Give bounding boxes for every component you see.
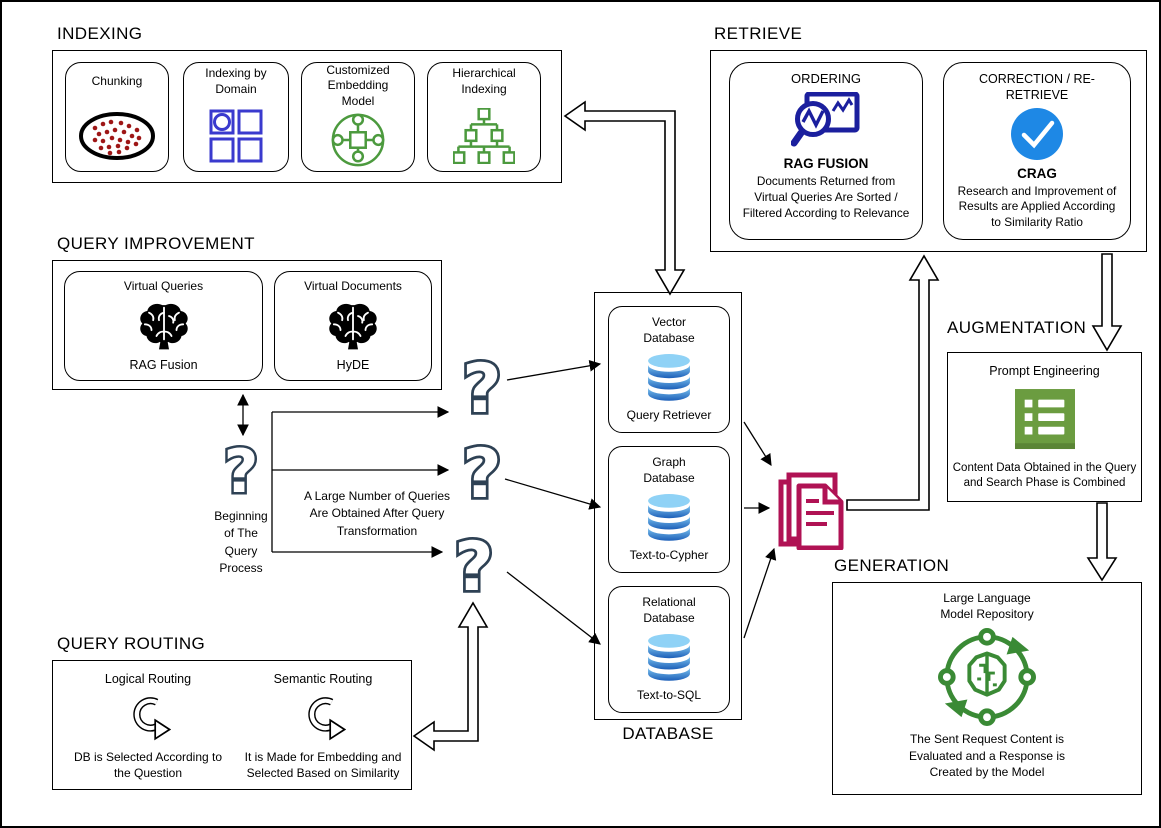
- retrieve-card-ordering: ORDERING RAG FUSION Documents Returned f…: [729, 62, 923, 240]
- generation-section-label: GENERATION: [834, 556, 950, 575]
- method-name: CRAG: [1017, 165, 1057, 181]
- db-card-graph: Graph Database Text-to-Cypher: [608, 446, 730, 573]
- brain-icon: [325, 295, 381, 358]
- prompt-engineering-icon: [1014, 379, 1075, 461]
- query-start-node: ?: [216, 434, 266, 507]
- augmentation-description: Content Data Obtained in the Query and S…: [952, 461, 1137, 490]
- block-arrow-augmentation-generation: [1086, 502, 1118, 582]
- query-improvement-section-label: QUERY IMPROVEMENT: [57, 234, 255, 253]
- hierarchical-indexing-icon: [453, 101, 515, 171]
- query-improvement-box: Virtual Queries: [52, 260, 442, 390]
- chunking-icon: [77, 101, 157, 171]
- llm-brain-cycle-icon: [938, 622, 1036, 731]
- domain-grid-icon: [209, 101, 263, 171]
- indexing-box: Chunking Indexi: [52, 50, 562, 183]
- crag-check-icon: [1009, 105, 1065, 163]
- card-description: Documents Returned from Virtual Queries …: [742, 173, 910, 220]
- db-card-vector: Vector Database Query Retriever: [608, 306, 730, 433]
- generation-box: Large Language Model Repository: [832, 582, 1142, 795]
- card-title: Chunking: [91, 74, 143, 89]
- indexing-card-hierarchical: Hierarchical Indexing: [427, 62, 541, 172]
- routing-title: Logical Routing: [104, 672, 192, 686]
- indexing-card-embedding: Customized Embedding Model: [301, 62, 415, 172]
- database-cylinder-icon: [640, 626, 698, 688]
- db-card-relational: Relational Database Text-to-SQL: [608, 586, 730, 713]
- card-description: Research and Improvement of Results are …: [957, 183, 1117, 230]
- arrow-vectordb-docs: [743, 421, 772, 466]
- query-node-1: ?: [454, 348, 510, 428]
- beginning-note: Beginning of The Query Process: [214, 509, 268, 576]
- method-name: RAG Fusion: [129, 358, 198, 372]
- database-cylinder-icon: [640, 486, 698, 548]
- transformation-note: A Large Number of Queries Are Obtained A…: [303, 489, 451, 538]
- retrieved-documents-icon: [778, 468, 846, 550]
- arrow-relationaldb-docs: [743, 547, 777, 639]
- augmentation-section-label: AUGMENTATION: [947, 318, 1087, 337]
- query-node-3: ?: [446, 526, 502, 606]
- indexing-section-label: INDEXING: [57, 24, 143, 43]
- method-name: RAG FUSION: [783, 155, 869, 171]
- card-title: Indexing by Domain: [205, 66, 267, 96]
- augmentation-box: Prompt Engineering Content Data Obtained…: [947, 352, 1142, 502]
- card-title: CORRECTION / RE-RETRIEVE: [979, 72, 1095, 103]
- routing-title: Semantic Routing: [273, 672, 373, 686]
- card-title: ORDERING: [790, 71, 862, 86]
- block-arrow-docs-retrieve: [846, 254, 940, 511]
- curved-arrow-icon: [125, 687, 171, 748]
- arrow-q1-vectordb: [506, 360, 602, 381]
- brain-icon: [136, 295, 192, 358]
- svg-text:?: ?: [224, 437, 259, 506]
- routing-description: It is Made for Embedding and Selected Ba…: [244, 749, 402, 780]
- card-title: Vector Database: [643, 315, 695, 345]
- database-section-label: DATABASE: [622, 724, 714, 743]
- card-title: Customized Embedding Model: [326, 62, 390, 108]
- card-title: Graph Database: [643, 455, 695, 485]
- card-title: Virtual Queries: [123, 279, 204, 293]
- block-arrow-retrieve-augmentation: [1091, 253, 1123, 352]
- card-title: Virtual Documents: [304, 279, 402, 293]
- augmentation-title: Prompt Engineering: [989, 364, 1100, 378]
- query-routing-box: Logical Routing DB is Selected According…: [52, 660, 412, 790]
- routing-logical: Logical Routing DB is Selected According…: [63, 671, 233, 781]
- retrieve-section-label: RETRIEVE: [714, 24, 803, 43]
- arrow-q2-graphdb: [504, 478, 602, 510]
- embedding-model-icon: [330, 109, 386, 171]
- card-title: Relational Database: [642, 595, 696, 625]
- arrow-q3-relationaldb: [506, 571, 601, 645]
- method-name: Query Retriever: [626, 408, 712, 422]
- retrieve-box: ORDERING RAG FUSION Documents Returned f…: [710, 50, 1147, 252]
- generation-description: The Sent Request Content is Evaluated an…: [908, 732, 1066, 779]
- indexing-card-domain: Indexing by Domain: [183, 62, 289, 172]
- routing-description: DB is Selected According to the Question: [73, 749, 223, 780]
- qi-card-virtual-queries: Virtual Queries: [64, 271, 263, 381]
- retrieve-card-correction: CORRECTION / RE-RETRIEVE CRAG Research a…: [943, 62, 1131, 240]
- rag-fusion-search-icon: [791, 90, 861, 152]
- qi-card-virtual-documents: Virtual Documents: [274, 271, 432, 381]
- block-arrow-indexing-database: [563, 100, 686, 296]
- block-arrow-routing-q3: [412, 601, 489, 752]
- method-name: Text-to-Cypher: [629, 548, 709, 562]
- method-name: Text-to-SQL: [636, 688, 702, 702]
- method-name: HyDE: [336, 358, 370, 372]
- svg-text:?: ?: [462, 350, 501, 428]
- indexing-card-chunking: Chunking: [65, 62, 169, 172]
- curved-arrow-icon: [300, 687, 346, 748]
- routing-semantic: Semantic Routing It is Made for Embeddin…: [239, 671, 407, 781]
- query-routing-section-label: QUERY ROUTING: [57, 634, 206, 653]
- database-box: Vector Database Query Retriever Graph Da…: [594, 292, 742, 720]
- svg-text:?: ?: [454, 528, 493, 606]
- database-cylinder-icon: [640, 346, 698, 408]
- generation-title: Large Language Model Repository: [940, 591, 1034, 621]
- svg-text:?: ?: [462, 435, 501, 513]
- card-title: Hierarchical Indexing: [452, 66, 516, 96]
- query-node-2: ?: [454, 433, 510, 513]
